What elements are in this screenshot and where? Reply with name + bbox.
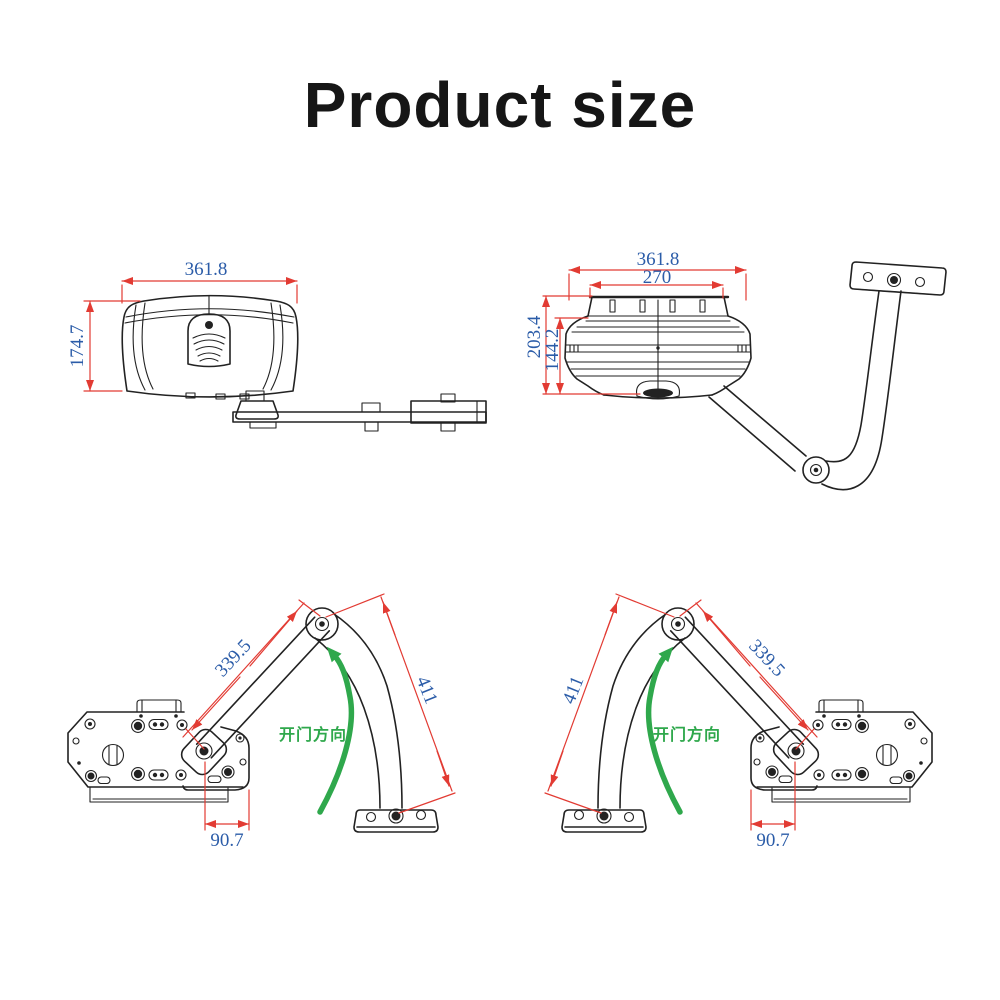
- side-width-dim-label: 361.8: [185, 259, 228, 280]
- rear-width-dim-label: 361.8: [637, 249, 680, 270]
- motor-body-rear: [564, 295, 752, 400]
- right-pivot-offset-dim-label: 90.7: [756, 830, 789, 851]
- right-upper-arm-dim-label: 339.5: [744, 636, 789, 682]
- side-height-dim-label: 174.7: [67, 325, 88, 368]
- speaker-grille-icon: [187, 313, 231, 368]
- arm-open-left-view: 339.5 411 90.7 开门方向: [68, 594, 455, 851]
- left-pivot-offset-dim-label: 90.7: [210, 830, 243, 851]
- wall-bracket-arm: [708, 261, 947, 491]
- arm-mechanism-right: [545, 594, 932, 832]
- mounting-arm-side: [232, 390, 487, 432]
- rear-height-dim-label: 203.4: [524, 315, 545, 358]
- rear-view-dimensions: [542, 266, 747, 395]
- right-door-direction-label: 开门方向: [653, 725, 721, 744]
- motor-side-view: 361.8 174.7: [67, 259, 487, 432]
- motor-rear-view: 361.8 270 203.4 144.2: [524, 249, 947, 491]
- right-lower-arm-dim-label: 411: [559, 673, 589, 707]
- arm-mechanism-left: [68, 594, 455, 832]
- rear-inner-height-dim-label: 144.2: [542, 329, 563, 372]
- motor-housing: [121, 294, 299, 400]
- left-lower-arm-dim-label: 411: [412, 673, 442, 707]
- left-upper-arm-dim-label: 339.5: [211, 636, 256, 682]
- left-door-direction-label: 开门方向: [279, 725, 347, 744]
- rear-inner-width-dim-label: 270: [643, 267, 672, 288]
- page-title: Product size: [303, 69, 697, 141]
- side-view-dimensions: [83, 277, 298, 392]
- arm-open-right-view: 411 339.5 90.7 开门方向: [545, 594, 932, 851]
